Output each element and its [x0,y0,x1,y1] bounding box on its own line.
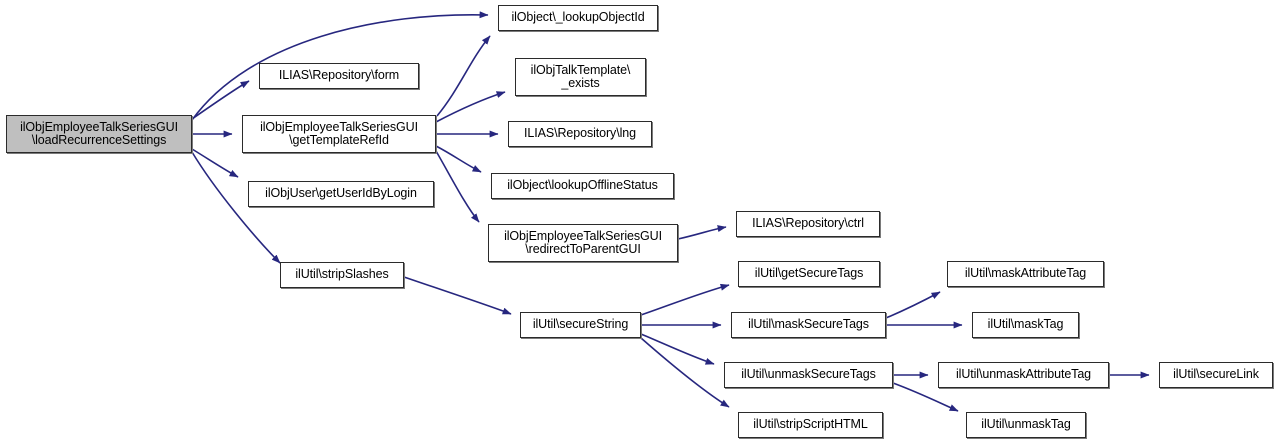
graph-node-label: ILIAS\Repository\lng [524,126,636,141]
graph-node-label: ilUtil\stripSlashes [295,267,389,282]
graph-node[interactable]: ilObjEmployeeTalkSeriesGUI \getTemplateR… [242,115,436,153]
call-edge [640,337,730,408]
call-edge [435,145,482,173]
graph-node[interactable]: ilObjTalkTemplate\ _exists [515,58,646,96]
graph-node[interactable]: ILIAS\Repository\lng [508,121,652,147]
graph-node-label: ilUtil\secureLink [1173,367,1259,382]
graph-node-label: ilUtil\secureString [532,317,629,332]
call-edge [640,283,730,316]
call-edge [436,35,491,117]
graph-node[interactable]: ilObject\_lookupObjectId [498,5,658,31]
graph-node[interactable]: ilUtil\getSecureTags [738,261,880,287]
graph-node-label: ilUtil\maskSecureTags [748,317,869,332]
graph-node[interactable]: ilUtil\unmaskAttributeTag [938,362,1109,388]
graph-node[interactable]: ILIAS\Repository\ctrl [736,211,880,237]
call-edge [677,225,727,240]
graph-node-label: ilObjUser\getUserIdByLogin [265,186,417,201]
graph-node-label: ilUtil\unmaskTag [981,417,1071,432]
graph-node-label: ilObjTalkTemplate\ _exists [530,62,631,90]
graph-node[interactable]: ilUtil\stripScriptHTML [738,412,883,438]
graph-node[interactable]: ilObjUser\getUserIdByLogin [248,181,434,207]
call-edge [640,333,715,365]
graph-node[interactable]: ilUtil\unmaskTag [966,412,1086,438]
graph-node-label: ilObjEmployeeTalkSeriesGUI \loadRecurren… [20,119,178,147]
graph-node[interactable]: ilObjEmployeeTalkSeriesGUI \redirectToPa… [488,224,678,262]
graph-node-root[interactable]: ilObjEmployeeTalkSeriesGUI \loadRecurren… [6,115,192,153]
graph-node[interactable]: ilUtil\maskAttributeTag [947,261,1104,287]
call-edge [191,80,250,120]
graph-node-label: ilUtil\stripScriptHTML [753,417,868,432]
graph-node[interactable]: ilUtil\secureString [520,312,641,338]
graph-node-label: ilObject\_lookupObjectId [511,10,645,25]
graph-node[interactable]: ilUtil\secureLink [1159,362,1273,388]
graph-node-label: ilUtil\unmaskSecureTags [741,367,876,382]
graph-node-label: ilObjEmployeeTalkSeriesGUI \getTemplateR… [260,119,418,147]
graph-node-label: ilObject\lookupOfflineStatus [507,178,658,193]
graph-node-label: ilUtil\maskTag [987,317,1064,332]
call-edge [403,276,512,315]
graph-node[interactable]: ilUtil\maskSecureTags [731,312,886,338]
graph-node-label: ilUtil\maskAttributeTag [964,266,1087,281]
graph-node[interactable]: ilObject\lookupOfflineStatus [491,173,674,199]
graph-node[interactable]: ilUtil\unmaskSecureTags [724,362,893,388]
call-edge [191,148,239,178]
call-edge [435,91,506,123]
graph-node-label: ILIAS\Repository\ctrl [752,216,864,231]
graph-node-label: ILIAS\Repository\form [278,68,400,83]
call-edge [435,150,480,223]
graph-node-label: ilUtil\getSecureTags [754,266,864,281]
graph-node[interactable]: ILIAS\Repository\form [259,63,419,89]
graph-node-label: ilObjEmployeeTalkSeriesGUI \redirectToPa… [504,228,662,256]
graph-node[interactable]: ilUtil\stripSlashes [280,262,404,288]
graph-node-label: ilUtil\unmaskAttributeTag [955,367,1092,382]
call-edge [885,291,941,319]
call-edge [191,151,281,264]
graph-node[interactable]: ilUtil\maskTag [972,312,1079,338]
